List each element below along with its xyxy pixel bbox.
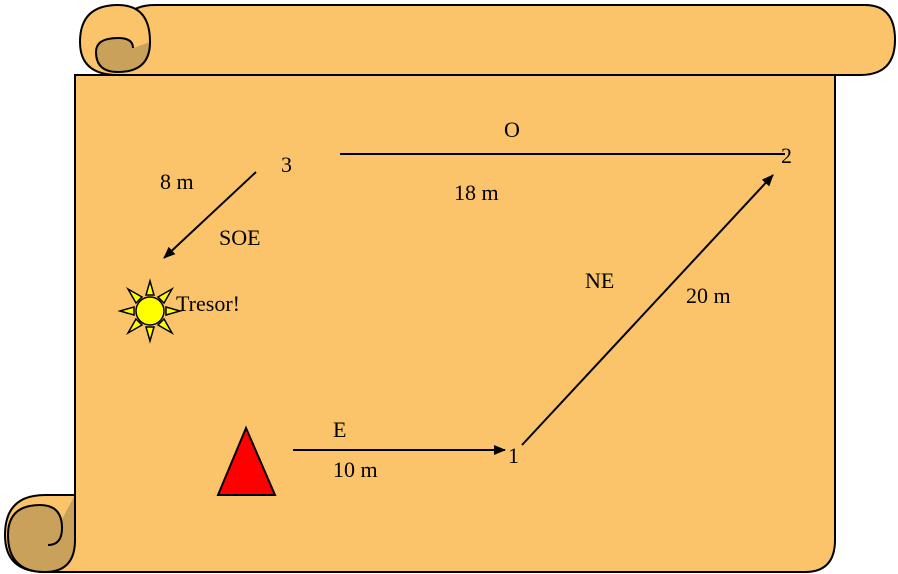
point-1-label: 1 bbox=[508, 443, 519, 468]
scroll-top-curl-inner bbox=[94, 36, 151, 74]
label-ne-direction: NE bbox=[585, 268, 614, 293]
scroll-bottom-curl bbox=[6, 495, 76, 574]
label-sw-direction: SOE bbox=[219, 225, 261, 250]
point-2-label: 2 bbox=[781, 143, 792, 168]
sun-icon bbox=[117, 278, 183, 344]
red-triangle-icon bbox=[216, 425, 277, 496]
scroll bbox=[3, 3, 897, 574]
arrow-northeast bbox=[521, 174, 774, 446]
treasure-label: Tresor! bbox=[176, 291, 240, 316]
label-east-direction: E bbox=[333, 417, 346, 442]
label-west-distance: 18 m bbox=[454, 180, 499, 205]
scroll-body bbox=[3, 4, 897, 573]
label-west-direction: O bbox=[504, 117, 520, 142]
label-east-distance: 10 m bbox=[333, 457, 378, 482]
arrow-southwest bbox=[163, 171, 257, 259]
label-sw-distance: 8 m bbox=[160, 169, 194, 194]
point-3-label: 3 bbox=[281, 152, 292, 177]
label-ne-distance: 20 m bbox=[686, 283, 731, 308]
